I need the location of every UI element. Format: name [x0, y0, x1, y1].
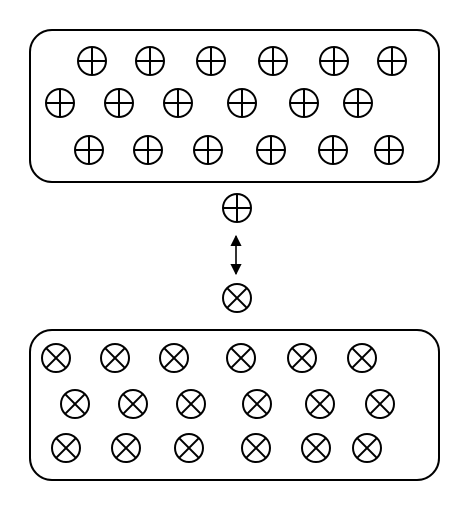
- cross-circle-icon: [242, 389, 272, 419]
- top-panel-symbols: [45, 46, 407, 165]
- connector-cross-symbol: [222, 283, 252, 313]
- plus-circle-icon: [135, 46, 165, 76]
- cross-circle-icon: [174, 433, 204, 463]
- cross-circle-icon: [241, 433, 271, 463]
- plus-circle-icon: [374, 135, 404, 165]
- cross-circle-icon: [226, 343, 256, 373]
- plus-circle-icon: [133, 135, 163, 165]
- cross-circle-icon: [352, 433, 382, 463]
- cross-circle-icon: [111, 433, 141, 463]
- cross-circle-icon: [222, 283, 252, 313]
- cross-circle-icon: [287, 343, 317, 373]
- plus-circle-icon: [258, 46, 288, 76]
- top-panel: [29, 29, 440, 183]
- cross-circle-icon: [365, 389, 395, 419]
- plus-circle-icon: [222, 193, 252, 223]
- plus-circle-icon: [77, 46, 107, 76]
- plus-circle-icon: [377, 46, 407, 76]
- plus-circle-icon: [319, 46, 349, 76]
- cross-circle-icon: [301, 433, 331, 463]
- cross-circle-icon: [41, 343, 71, 373]
- cross-circle-icon: [118, 389, 148, 419]
- plus-circle-icon: [163, 88, 193, 118]
- cross-circle-icon: [100, 343, 130, 373]
- cross-circle-icon: [159, 343, 189, 373]
- plus-circle-icon: [104, 88, 134, 118]
- plus-circle-icon: [45, 88, 75, 118]
- connector-plus-symbol: [222, 193, 252, 223]
- plus-circle-icon: [318, 135, 348, 165]
- bottom-panel-symbols: [41, 343, 395, 463]
- plus-circle-icon: [256, 135, 286, 165]
- cross-circle-icon: [60, 389, 90, 419]
- cross-circle-icon: [176, 389, 206, 419]
- plus-circle-icon: [74, 135, 104, 165]
- plus-circle-icon: [289, 88, 319, 118]
- plus-circle-icon: [227, 88, 257, 118]
- cross-circle-icon: [305, 389, 335, 419]
- cross-circle-icon: [51, 433, 81, 463]
- cross-circle-icon: [347, 343, 377, 373]
- connector: [222, 193, 252, 313]
- plus-circle-icon: [193, 135, 223, 165]
- bottom-panel: [29, 329, 440, 481]
- plus-circle-icon: [343, 88, 373, 118]
- plus-circle-icon: [196, 46, 226, 76]
